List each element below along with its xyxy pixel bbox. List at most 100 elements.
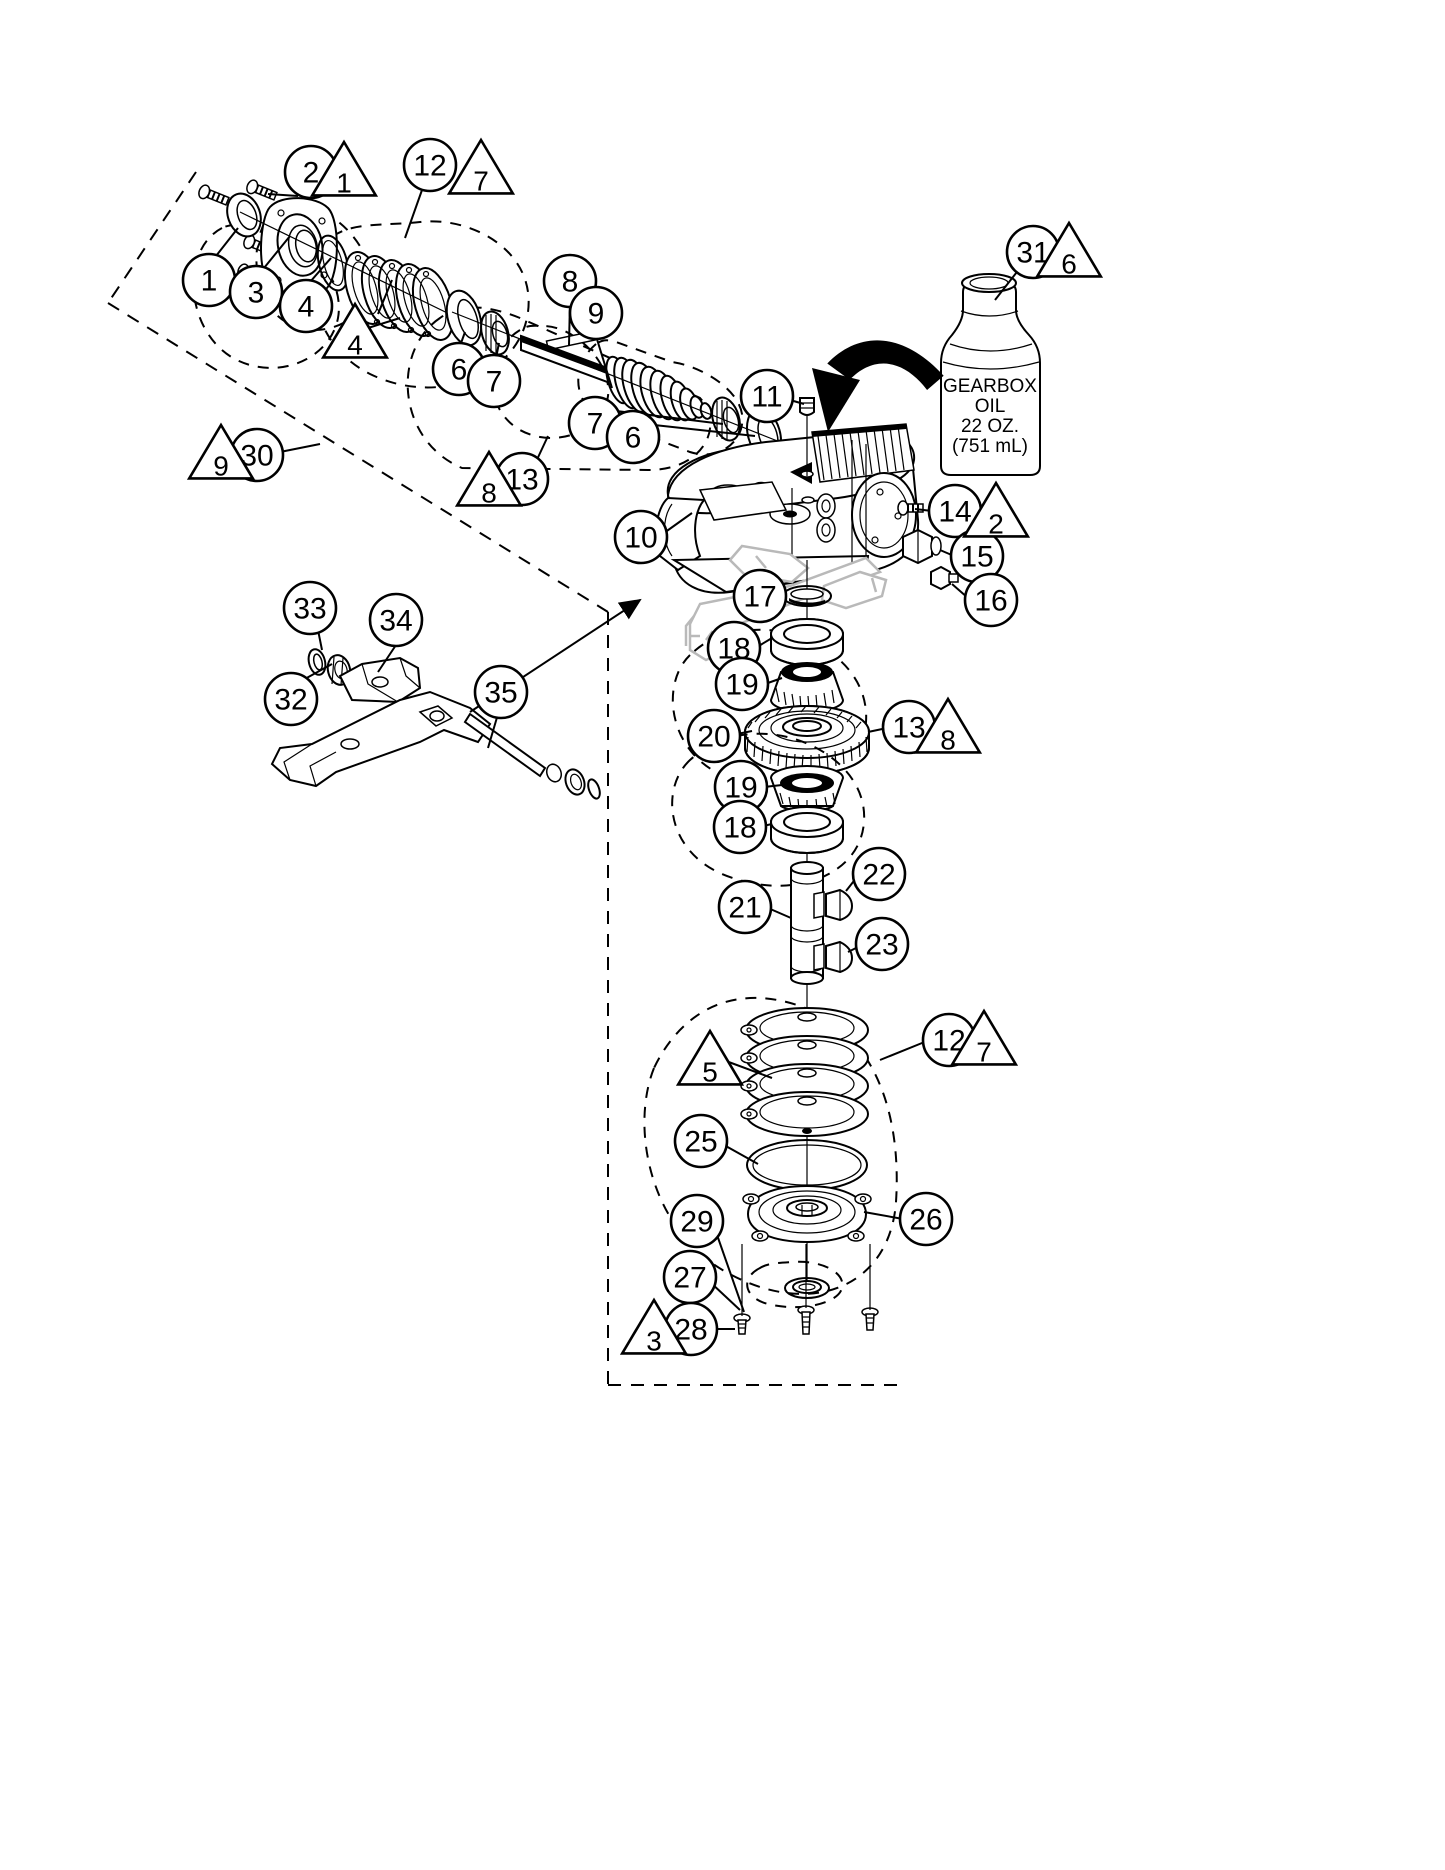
balloon-circle bbox=[714, 656, 770, 712]
part-shift-rail-body bbox=[270, 690, 492, 788]
balloon-circle bbox=[282, 580, 338, 636]
part-17-retaining-ring bbox=[782, 585, 832, 607]
balloon-circle bbox=[228, 264, 284, 320]
part-7-bearing-cone-lower bbox=[711, 396, 741, 442]
triangle-label: 8 bbox=[940, 725, 956, 756]
balloon-circle bbox=[613, 509, 669, 565]
part-7-bearing-cone-upper bbox=[480, 310, 510, 356]
balloon-label: 15 bbox=[960, 541, 993, 574]
part-12-disc-spring-stack bbox=[343, 251, 455, 341]
triangle-label: 2 bbox=[988, 509, 1004, 540]
part-21-output-shaft bbox=[790, 861, 825, 985]
balloon-circle bbox=[717, 879, 773, 935]
triangle-shape bbox=[309, 139, 379, 197]
balloon-26: 26 bbox=[898, 1191, 954, 1247]
balloon-label: 6 bbox=[451, 354, 468, 387]
balloon-circle bbox=[466, 353, 522, 409]
balloon-circle bbox=[605, 409, 661, 465]
balloon-23: 23 bbox=[854, 916, 910, 972]
balloon-19: 19 bbox=[713, 759, 769, 815]
balloon-circle bbox=[712, 799, 768, 855]
triangle-shape bbox=[320, 301, 390, 359]
balloon-18: 18 bbox=[712, 799, 768, 855]
triangle-label: 1 bbox=[336, 168, 352, 199]
balloon-16: 16 bbox=[963, 572, 1019, 628]
worm-shaft-subassembly bbox=[406, 289, 782, 472]
balloon-label: 33 bbox=[293, 593, 326, 626]
balloon-label: 32 bbox=[274, 684, 307, 717]
note-triangle-4: 4 bbox=[320, 301, 390, 361]
part-11-fill-plug bbox=[799, 397, 815, 476]
bottle-line-4: (751 mL) bbox=[952, 436, 1028, 457]
part-10-gearbox-housing bbox=[654, 423, 920, 594]
balloon-label: 29 bbox=[680, 1206, 713, 1239]
upper-left-subassembly bbox=[192, 179, 530, 389]
balloon-13: 13 bbox=[881, 699, 937, 755]
balloon-label: 35 bbox=[484, 677, 517, 710]
balloon-label: 7 bbox=[587, 408, 604, 441]
triangle-shape bbox=[675, 1028, 745, 1086]
balloon-label: 18 bbox=[723, 812, 756, 845]
triangle-label: 3 bbox=[646, 1326, 662, 1357]
balloon-circle bbox=[854, 916, 910, 972]
balloon-label: 23 bbox=[865, 929, 898, 962]
triangle-shape bbox=[454, 449, 524, 507]
balloon-12: 12 bbox=[402, 137, 458, 193]
balloon-label: 27 bbox=[673, 1262, 706, 1295]
balloon-4: 4 bbox=[278, 278, 334, 334]
balloon-21: 21 bbox=[717, 879, 773, 935]
triangle-shape bbox=[961, 480, 1031, 538]
part-18-bearing-race-upper bbox=[770, 618, 844, 666]
triangle-shape bbox=[186, 422, 256, 480]
balloon-circle bbox=[368, 592, 424, 648]
triangle-shape bbox=[1034, 220, 1104, 278]
note-triangle-7: 7 bbox=[446, 137, 516, 197]
balloon-3: 3 bbox=[228, 264, 284, 320]
lower-cover-subassembly bbox=[643, 996, 898, 1335]
balloon-label: 26 bbox=[909, 1204, 942, 1237]
note-triangle-6: 6 bbox=[1034, 220, 1104, 280]
note-triangle-3: 3 bbox=[619, 1297, 689, 1357]
part-19-bearing-cone-upper bbox=[769, 662, 845, 713]
balloon-33: 33 bbox=[282, 580, 338, 636]
balloon-label: 14 bbox=[938, 496, 971, 529]
part-35-pin-rod bbox=[463, 712, 601, 800]
kit-boundary-dashed bbox=[107, 171, 905, 1386]
balloon-circle bbox=[568, 285, 624, 341]
balloon-11: 11 bbox=[739, 368, 795, 424]
balloon-20: 20 bbox=[686, 708, 742, 764]
balloon-10: 10 bbox=[613, 509, 669, 565]
part-12-disc-spring-washers bbox=[740, 1007, 869, 1137]
balloon-label: 19 bbox=[725, 669, 758, 702]
balloon-circle bbox=[278, 278, 334, 334]
triangle-shape bbox=[949, 1008, 1019, 1066]
balloon-label: 10 bbox=[624, 522, 657, 555]
balloon-22: 22 bbox=[851, 846, 907, 902]
triangle-label: 4 bbox=[347, 330, 363, 361]
balloon-25: 25 bbox=[673, 1113, 729, 1169]
balloon-label: 1 bbox=[201, 265, 218, 298]
balloon-circle bbox=[402, 137, 458, 193]
note-triangle-2: 2 bbox=[961, 480, 1031, 540]
balloon-label: 4 bbox=[298, 291, 315, 324]
balloon-circle bbox=[686, 708, 742, 764]
balloon-circle bbox=[963, 572, 1019, 628]
balloon-label: 8 bbox=[562, 266, 579, 299]
balloon-label: 17 bbox=[743, 581, 776, 614]
balloon-label: 2 bbox=[303, 157, 320, 190]
balloon-label: 13 bbox=[892, 712, 925, 745]
part-26-bottom-cover bbox=[742, 1184, 872, 1244]
balloon-circle bbox=[673, 1113, 729, 1169]
balloon-label: 11 bbox=[751, 381, 782, 414]
triangle-label: 6 bbox=[1061, 249, 1077, 280]
balloon-label: 6 bbox=[625, 422, 642, 455]
balloon-17: 17 bbox=[732, 568, 788, 624]
balloon-32: 32 bbox=[263, 671, 319, 727]
housing-side-fittings bbox=[897, 500, 959, 591]
note-triangle-8: 8 bbox=[454, 449, 524, 509]
part-18-bearing-race-lower bbox=[770, 806, 844, 854]
housing-cooling-fins bbox=[811, 423, 915, 483]
